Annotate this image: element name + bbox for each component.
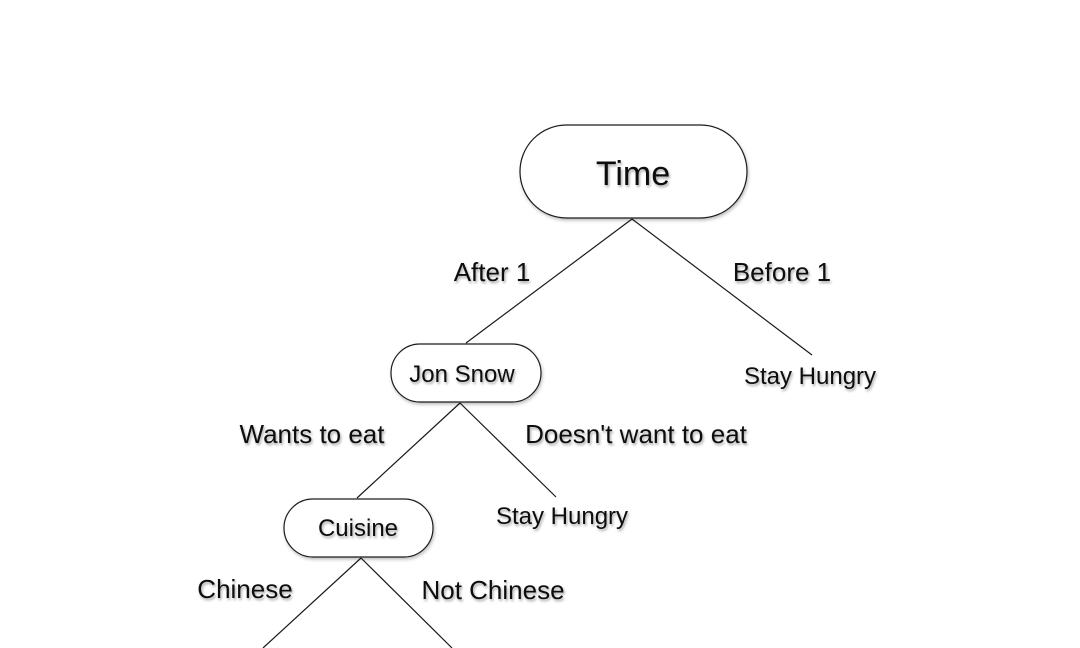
node-cuisine: Cuisine: [283, 498, 434, 558]
edge-time-to-jon-snow: [465, 218, 633, 344]
edge-time-to-stay-hungry: [631, 218, 813, 356]
edge-label-chinese: Chinese: [197, 574, 292, 604]
node-time: Time: [519, 124, 748, 219]
node-jon-snow-label: Jon Snow: [409, 361, 515, 388]
edge-jon-snow-to-cuisine: [356, 402, 461, 499]
edge-cuisine-to-not-chinese: [360, 557, 453, 648]
node-cuisine-label: Cuisine: [318, 515, 398, 542]
edge-label-wants-to-eat: Wants to eat: [240, 419, 386, 449]
node-time-label: Time: [596, 155, 670, 193]
leaf-stay-hungry-before-1: Stay Hungry: [744, 363, 876, 390]
edge-label-not-chinese: Not Chinese: [421, 575, 564, 605]
edge-label-before-1: Before 1: [733, 257, 831, 287]
edge-label-doesnt-want-to-eat: Doesn't want to eat: [525, 419, 748, 449]
edge-label-after-1: After 1: [454, 257, 531, 287]
edge-jon-snow-to-stay-hungry: [459, 402, 557, 498]
node-jon-snow: Jon Snow: [390, 343, 542, 403]
edge-cuisine-to-chinese: [262, 557, 362, 648]
leaf-stay-hungry-doesnt-want: Stay Hungry: [496, 503, 628, 530]
